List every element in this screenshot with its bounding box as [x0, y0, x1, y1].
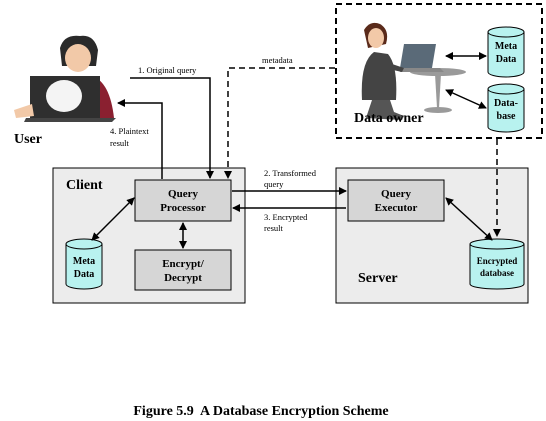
transformed-label-line2: query	[264, 179, 284, 189]
executor-encrypted-db-arrow	[445, 197, 493, 241]
transformed-label-line1: 2. Transformed	[264, 168, 317, 178]
encrypted-result-label-line1: 3. Encrypted	[264, 212, 308, 222]
client-metadata-line1: Meta	[73, 256, 95, 267]
query-processor-line2: Processor	[160, 202, 206, 214]
metadata-label: metadata	[262, 55, 293, 65]
encrypt-decrypt-box	[134, 249, 232, 291]
figure-caption: Figure 5.9 A Database Encryption Scheme	[133, 404, 388, 419]
owner-database-line1: Data-	[494, 98, 518, 109]
data-owner-label: Data owner	[354, 111, 424, 126]
original-query-label: 1. Original query	[138, 65, 197, 75]
query-executor-line2: Executor	[375, 202, 418, 214]
data-owner-illustration	[361, 22, 466, 120]
query-processor-box	[134, 179, 232, 222]
query-executor-line1: Query	[381, 188, 411, 200]
owner-database-db: Data- base	[487, 83, 525, 133]
client-label: Client	[66, 178, 103, 193]
encrypt-decrypt-line1: Encrypt/	[162, 258, 205, 270]
encrypted-result-label-line2: result	[264, 223, 284, 233]
encrypted-database-line1: Encrypted	[477, 256, 518, 266]
owner-metadata-db: Meta Data	[487, 26, 525, 78]
plaintext-label-line1: 4. Plaintext	[110, 126, 149, 136]
processor-metadata-arrow	[91, 197, 135, 241]
plaintext-result-arrow	[117, 99, 163, 179]
plaintext-label-line2: result	[110, 138, 130, 148]
encrypted-database-line2: database	[480, 268, 514, 278]
encrypted-database-db: Encrypted database	[469, 238, 525, 290]
owner-to-database-arrow	[445, 89, 487, 109]
server-label: Server	[358, 271, 398, 286]
user-illustration	[14, 35, 116, 122]
client-metadata-db: Meta Data	[65, 238, 103, 290]
client-metadata-line2: Data	[74, 269, 95, 280]
encrypt-decrypt-line2: Decrypt	[164, 272, 202, 284]
owner-metadata-line1: Meta	[495, 41, 517, 52]
owner-database-line2: base	[497, 111, 516, 122]
metadata-arrow	[224, 67, 335, 179]
query-executor-box	[347, 179, 445, 222]
query-processor-line1: Query	[168, 188, 198, 200]
original-query-arrow	[130, 77, 214, 179]
owner-metadata-line2: Data	[496, 54, 517, 65]
user-label: User	[14, 132, 42, 147]
